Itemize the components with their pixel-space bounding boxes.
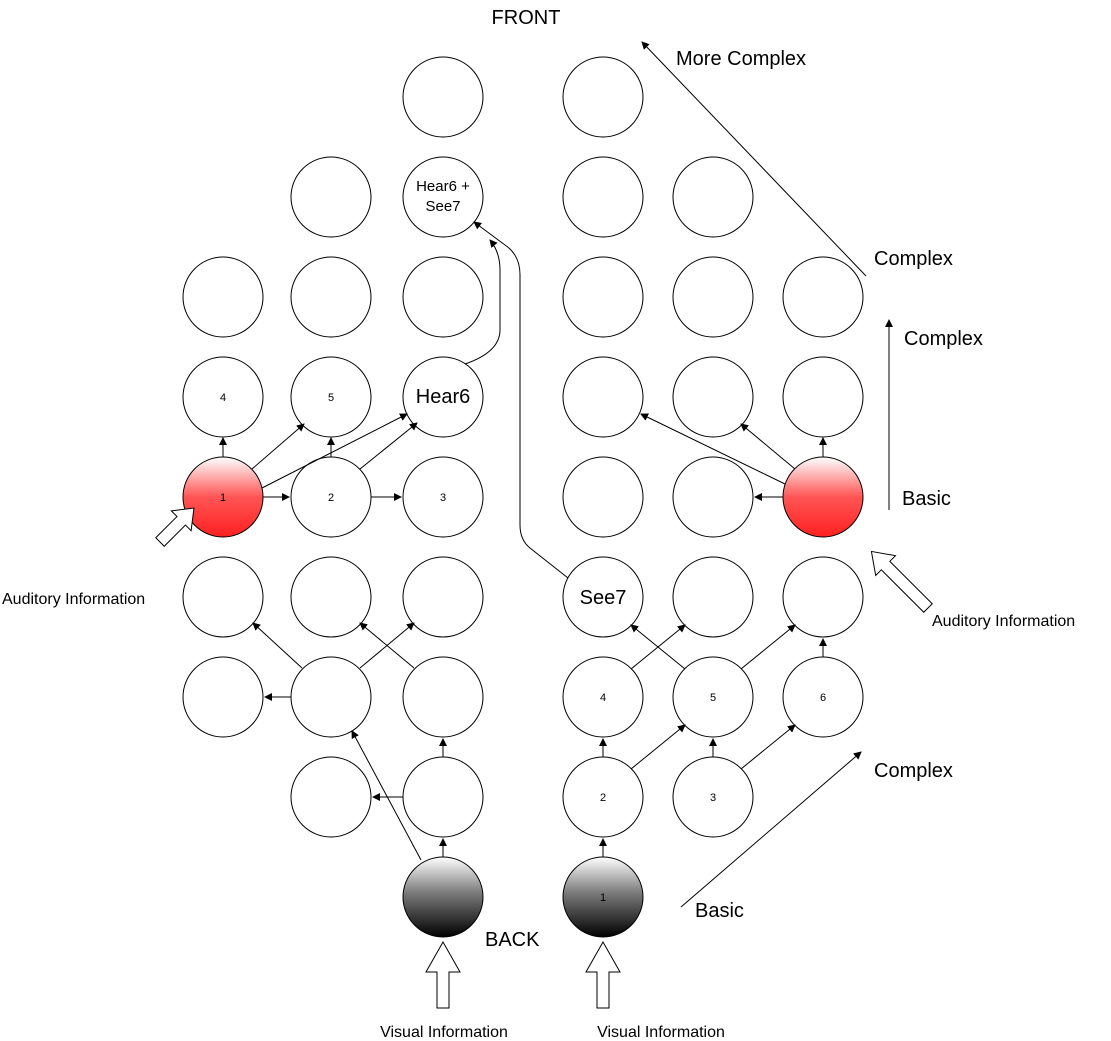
left-network: [182, 56, 484, 938]
node-right-r5c1: [562, 456, 644, 538]
node-left-r2c2: [290, 156, 372, 238]
complex-label-upper: Complex: [874, 248, 953, 270]
right-connections: [473, 221, 827, 857]
node-right-r3c3: [782, 256, 864, 338]
node-labels: 4 5 Hear6 Hear6 + See7 1 2 3 See7 4 5 6 …: [220, 178, 826, 904]
input-arrows: [155, 507, 933, 1009]
node-left-r7c2: [290, 656, 372, 738]
node-label-l4: 4: [220, 392, 226, 404]
visual-label-right: Visual Information: [597, 1024, 725, 1041]
edge-aud-r4c1: [640, 413, 786, 485]
node-left-r8c3: [402, 756, 484, 838]
visual-input-arrow-left: [425, 940, 461, 1009]
edge-l2-hear6: [359, 422, 418, 470]
left-connections: [219, 239, 501, 861]
edge-r3-r6: [740, 724, 796, 770]
node-left-r7c1: [182, 656, 264, 738]
node-hear6-see7: [402, 156, 484, 238]
edge-r5-r6c3: [740, 624, 796, 670]
direction-arrows: [641, 41, 893, 908]
node-label-l2: 2: [328, 492, 334, 504]
auditory-label-right: Auditory Information: [932, 613, 1075, 630]
node-label-l5: 5: [328, 392, 334, 404]
node-right-r6c3: [782, 556, 864, 638]
node-right-4: [562, 656, 644, 738]
edge-r7c2-r6c1: [252, 622, 303, 669]
node-label-hear6: Hear6: [416, 386, 470, 408]
node-right-top: [562, 56, 644, 138]
node-right-r2c2: [672, 156, 754, 238]
node-right-r6c2: [672, 556, 754, 638]
front-label: FRONT: [492, 7, 561, 29]
node-label-hear6-see7-line1: Hear6 +: [416, 178, 470, 195]
node-right-r4c1: [562, 356, 644, 438]
basic-label-bottom: Basic: [695, 900, 744, 922]
node-label-r5: 5: [710, 692, 716, 704]
edge-aud-r4c2: [740, 423, 796, 470]
basic-label-right: Basic: [902, 488, 951, 510]
node-left-r6c1: [182, 556, 264, 638]
node-left-r3c3: [402, 256, 484, 338]
node-right-r3c1: [562, 256, 644, 338]
node-left-top: [402, 56, 484, 138]
node-right-r3c2: [672, 256, 754, 338]
node-label-see7: See7: [580, 587, 627, 609]
node-right-r2c1: [562, 156, 644, 238]
node-left-r3c2: [290, 256, 372, 338]
node-label-r4: 4: [600, 692, 606, 704]
edge-see7-combined: [473, 221, 569, 579]
node-right-r4c2: [672, 356, 754, 438]
auditory-label-left: Auditory Information: [2, 591, 145, 608]
edge-l1-l5: [251, 423, 305, 470]
node-label-hear6-see7-line2: See7: [425, 198, 460, 215]
node-label-r3: 3: [710, 792, 716, 804]
edge-visual-r7c2: [351, 730, 422, 861]
auditory-input-arrow-right: [870, 550, 933, 613]
node-left-visual-input: [402, 856, 484, 938]
node-right-r4c3: [782, 356, 864, 438]
node-right-r5c2: [672, 456, 754, 538]
node-label-l1: 1: [220, 492, 226, 504]
node-left-r3c1: [182, 256, 264, 338]
node-label-l3: 3: [440, 492, 446, 504]
node-right-5: [672, 656, 754, 738]
node-left-r8c2: [290, 756, 372, 838]
complex-label-mid: Complex: [904, 328, 983, 350]
visual-input-arrow-right: [585, 940, 621, 1009]
node-left-r6c3: [402, 556, 484, 638]
node-left-3: [402, 456, 484, 538]
back-label: BACK: [485, 929, 540, 951]
node-see7: [562, 556, 644, 638]
edge-r5-see7: [630, 624, 686, 670]
right-network: [562, 56, 864, 938]
auditory-input-arrow-left: [155, 507, 195, 547]
node-left-r7c3: [402, 656, 484, 738]
more-complex-label: More Complex: [676, 48, 806, 70]
node-hear6: [402, 356, 484, 438]
edge-r2-r5: [630, 724, 686, 770]
edge-hear6-combined: [464, 239, 501, 365]
more-complex-arrow: [641, 41, 867, 277]
edge-l1-hear6: [261, 413, 408, 489]
node-left-r6c2: [290, 556, 372, 638]
node-label-r2: 2: [600, 792, 606, 804]
basic-to-complex-arrow: [680, 751, 862, 908]
node-label-r1: 1: [600, 892, 606, 904]
node-label-r6: 6: [820, 692, 826, 704]
edge-r7c3-r6c2: [359, 622, 415, 669]
text-labels: FRONT BACK More Complex Complex Complex …: [2, 7, 1075, 1041]
visual-label-left: Visual Information: [380, 1024, 508, 1041]
complex-label-lower: Complex: [874, 760, 953, 782]
